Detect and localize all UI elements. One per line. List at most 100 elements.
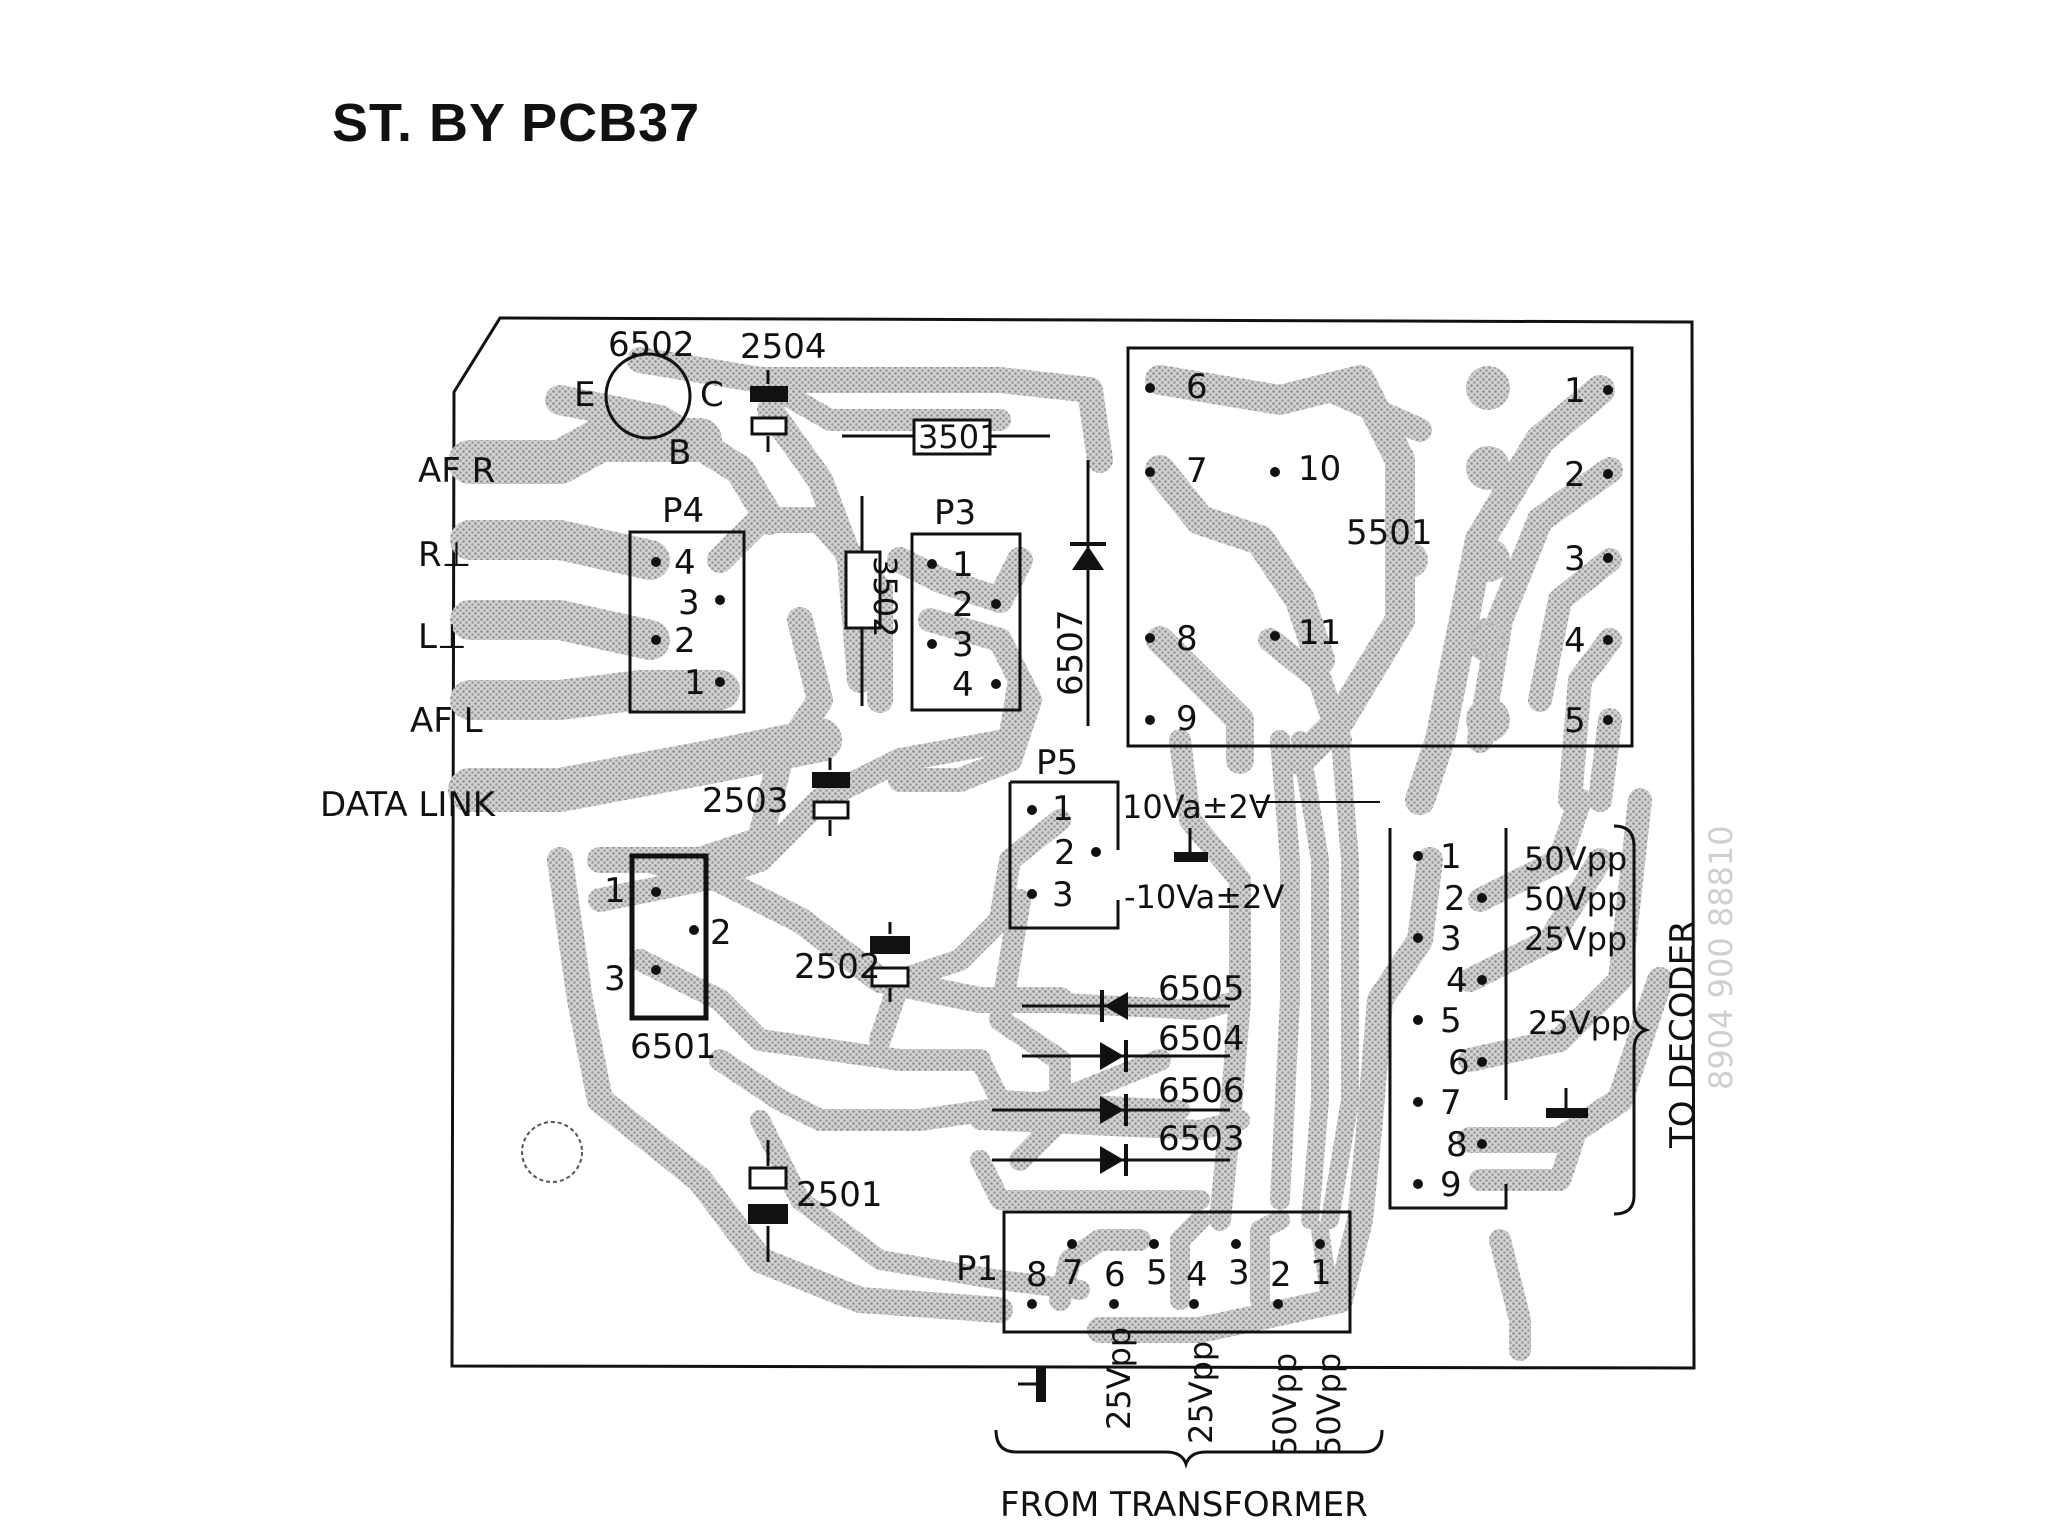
diode-6504-label: 6504 <box>1158 1019 1245 1059</box>
p5-voltage-3: -10Va±2V <box>1124 878 1284 916</box>
connector-l-gnd: L⊥ <box>418 617 467 657</box>
decoder-pin: 4 <box>1446 961 1468 1001</box>
regulator-pin: 3 <box>604 959 626 999</box>
p3-label: P3 <box>934 493 976 533</box>
transformer-pins <box>1145 383 1613 725</box>
mounting-hole <box>521 1121 583 1183</box>
diode-6507-label: 6507 <box>1051 609 1091 696</box>
transformer-pin-label: 6 <box>1186 367 1208 407</box>
from-transformer-label: FROM TRANSFORMER <box>1000 1485 1368 1525</box>
p1-pin: 8 <box>1026 1255 1048 1295</box>
p3-pin: 1 <box>952 545 974 585</box>
p4-pin: 1 <box>684 663 706 703</box>
diode-6506-label: 6506 <box>1158 1071 1245 1111</box>
page-title: ST. BY PCB37 <box>332 93 701 153</box>
p5-voltage-1: 10Va±2V <box>1122 788 1271 826</box>
resistor-3501 <box>842 418 1050 456</box>
p1-voltage: 25Vpp <box>1182 1341 1220 1444</box>
p5-label: P5 <box>1036 743 1078 783</box>
transistor-b-label: B <box>668 433 691 473</box>
p5-pin: 2 <box>1054 833 1076 873</box>
decoder-pin: 6 <box>1448 1043 1470 1083</box>
p4-pin: 4 <box>674 543 696 583</box>
p3-pin: 4 <box>952 665 974 705</box>
transistor-6502 <box>604 352 692 440</box>
transformer-pin-label: 1 <box>1564 371 1586 411</box>
connector-af-l: AF L <box>410 701 483 741</box>
transformer-pin-label: 10 <box>1298 449 1341 489</box>
decoder-pin: 8 <box>1446 1125 1468 1165</box>
resistor-3501-label: 3501 <box>918 418 999 456</box>
decoder-label: TO DECODER <box>1663 920 1703 1149</box>
ground-symbol-decoder <box>1546 1088 1588 1118</box>
transistor-label: 6502 <box>608 325 695 365</box>
transformer-brace <box>994 1429 1384 1469</box>
diode-6503-label: 6503 <box>1158 1119 1245 1159</box>
transformer-pin-label: 3 <box>1564 539 1586 579</box>
transformer-pin-label: 7 <box>1186 451 1208 491</box>
p1-pin: 5 <box>1146 1253 1168 1293</box>
capacitor-2503-label: 2503 <box>702 781 789 821</box>
capacitor-2501-label: 2501 <box>796 1175 883 1215</box>
regulator-6501 <box>629 853 709 1021</box>
decoder-voltage: 50Vpp <box>1524 880 1627 918</box>
p3-pin: 3 <box>952 625 974 665</box>
connector-p4 <box>628 530 746 714</box>
ground-symbol-p1 <box>1018 1368 1046 1402</box>
p1-voltage: 50Vpp <box>1266 1353 1304 1456</box>
decoder-pin: 3 <box>1440 919 1462 959</box>
transformer-pin-label: 11 <box>1298 613 1341 653</box>
regulator-pin: 2 <box>710 913 732 953</box>
decoder-pin: 5 <box>1440 1001 1462 1041</box>
p1-pin: 7 <box>1062 1253 1084 1293</box>
mounting-hole <box>1471 623 1505 657</box>
connector-p5 <box>1008 780 1120 930</box>
transformer-5501 <box>1126 346 1634 748</box>
p1-voltage: 50Vpp <box>1310 1353 1348 1456</box>
capacitor-2503 <box>812 758 850 836</box>
regulator-label: 6501 <box>630 1027 717 1067</box>
decoder-voltage: 25Vpp <box>1524 920 1627 958</box>
board-outline <box>450 316 1696 1370</box>
decoder-pin: 1 <box>1440 837 1462 877</box>
capacitor-2502-label: 2502 <box>794 947 881 987</box>
connector-p1 <box>1002 1210 1352 1334</box>
capacitor-2504-label: 2504 <box>740 327 827 367</box>
connector-af-r: AF R <box>418 451 495 491</box>
transformer-pin-label: 4 <box>1564 621 1586 661</box>
p1-pin: 1 <box>1310 1253 1332 1293</box>
diode-6503 <box>992 1144 1230 1176</box>
diode-6507 <box>1070 460 1106 726</box>
connector-r-gnd: R⊥ <box>418 535 471 575</box>
diode-6505 <box>1022 990 1230 1022</box>
decoder-brace <box>1613 824 1651 1216</box>
connector-data-link: DATA LINK <box>320 785 497 825</box>
margin-text: 8904 900 88810 <box>1702 825 1740 1090</box>
connector-p3 <box>910 532 1022 712</box>
p1-pin: 3 <box>1228 1253 1250 1293</box>
decoder-pin: 7 <box>1440 1083 1462 1123</box>
ground-symbol-p5 <box>1174 828 1208 862</box>
p1-voltage: 25Vpp <box>1100 1327 1138 1430</box>
p1-label: P1 <box>956 1249 998 1289</box>
p1-pin: 2 <box>1270 1255 1292 1295</box>
diode-6505-label: 6505 <box>1158 969 1245 1009</box>
resistor-3502-label: 3502 <box>866 556 904 637</box>
p1-pin: 4 <box>1186 1255 1208 1295</box>
p5-pin: 3 <box>1052 875 1074 915</box>
p1-pin: 6 <box>1104 1255 1126 1295</box>
decoder-pin: 9 <box>1440 1165 1462 1205</box>
capacitor-2504 <box>750 370 788 452</box>
decoder-connector <box>1388 828 1508 1210</box>
decoder-voltage: 25Vpp <box>1528 1004 1631 1042</box>
p5-pin: 1 <box>1052 789 1074 829</box>
p3-pin: 2 <box>952 585 974 625</box>
capacitor-2501 <box>748 1140 788 1262</box>
capacitor-2502 <box>870 922 910 1002</box>
transformer-label: 5501 <box>1346 513 1433 553</box>
p4-pin: 3 <box>678 583 700 623</box>
decoder-voltage: 50Vpp <box>1524 840 1627 878</box>
transistor-c-label: C <box>700 375 724 415</box>
regulator-pin: 1 <box>604 871 626 911</box>
